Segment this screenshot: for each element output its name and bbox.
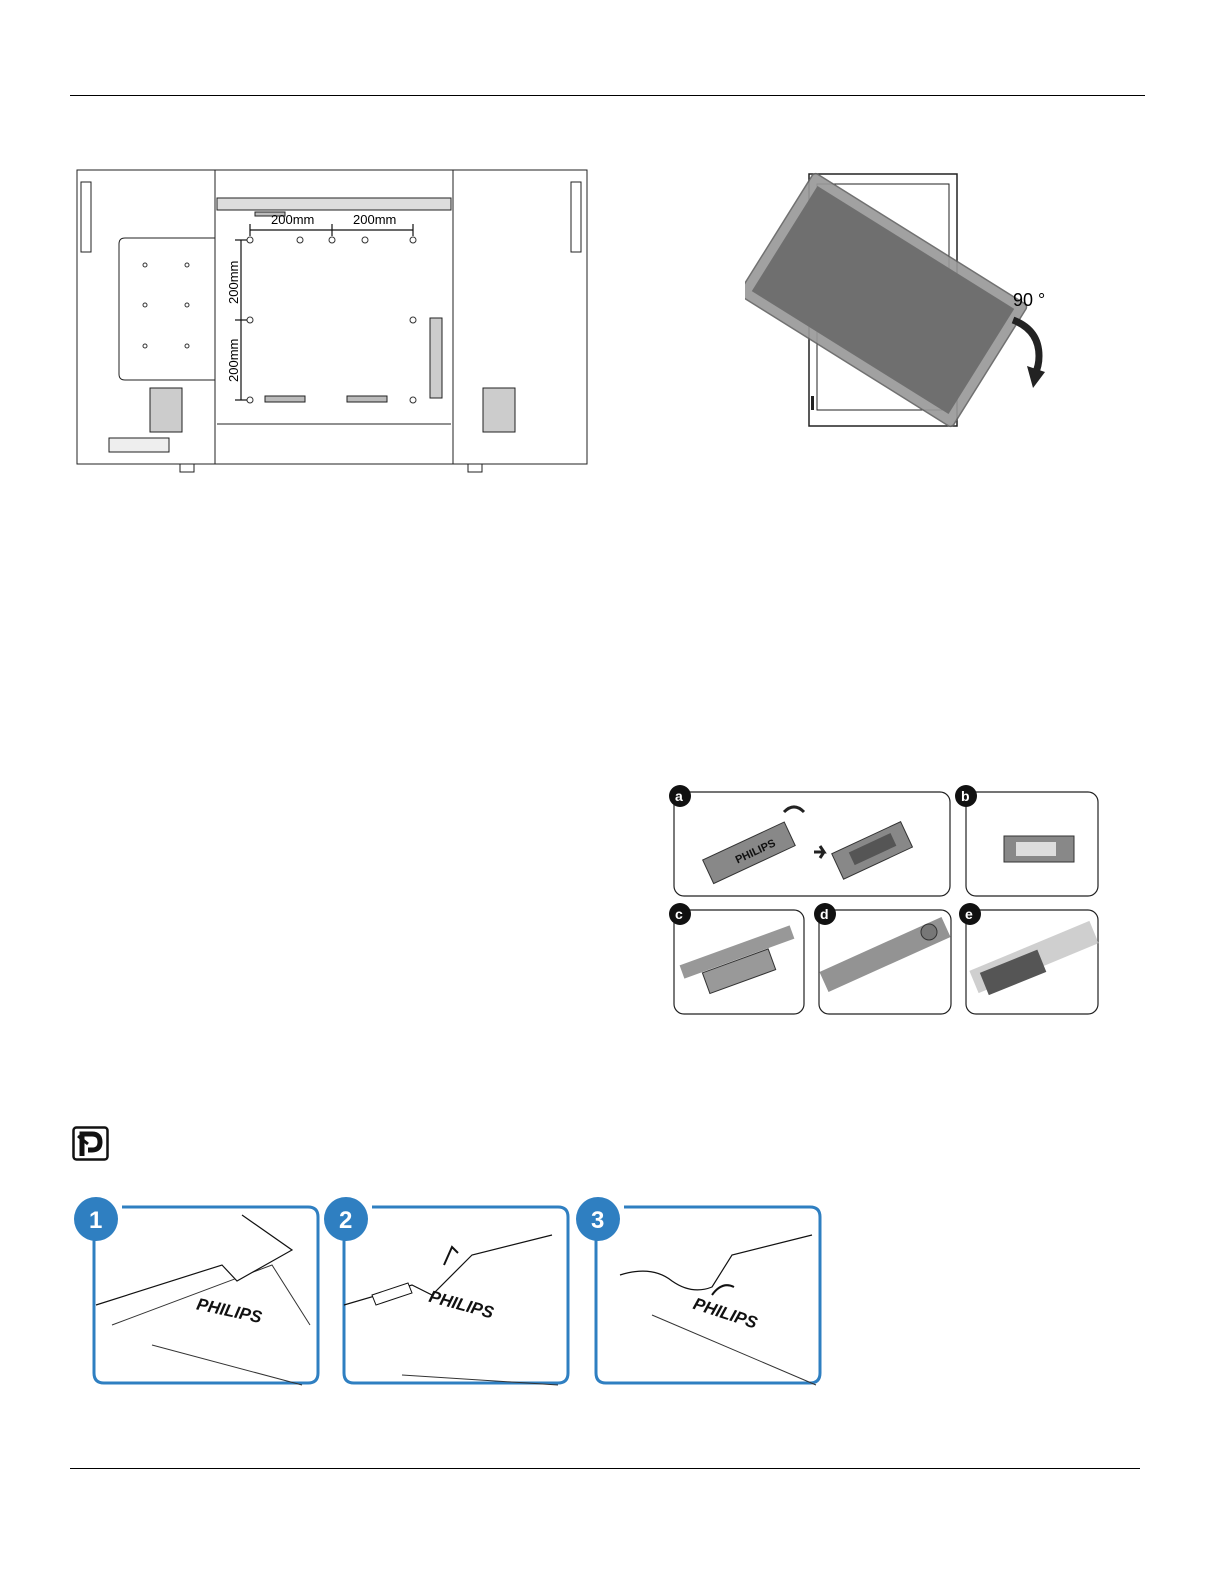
film-step-2-panel: PHILIPS xyxy=(344,1207,568,1385)
step-d-label: d xyxy=(820,906,829,922)
svg-text:PHILIPS: PHILIPS xyxy=(691,1294,760,1333)
film-step-3-panel: PHILIPS xyxy=(596,1207,820,1385)
dim-v1-label: 200mm xyxy=(226,261,241,304)
film-step-2-number: 2 xyxy=(339,1207,352,1234)
header-rule xyxy=(70,95,1145,96)
dim-h1-label: 200mm xyxy=(271,212,314,227)
step-b-label: b xyxy=(961,788,970,804)
rotation-angle-label: 90 ° xyxy=(1013,290,1045,310)
svg-text:PHILIPS: PHILIPS xyxy=(427,1287,496,1323)
film-removal-steps: PHILIPS PHILIPS PHILIPS 1 2 3 xyxy=(72,1195,832,1395)
film-step-1-number: 1 xyxy=(89,1207,102,1234)
film-step-3-number: 3 xyxy=(591,1207,604,1234)
step-c-label: c xyxy=(675,906,683,922)
dim-h2-label: 200mm xyxy=(353,212,396,227)
film-step-1-panel: PHILIPS xyxy=(94,1207,318,1385)
svg-text:PHILIPS: PHILIPS xyxy=(195,1295,264,1327)
dim-v2-label: 200mm xyxy=(226,339,241,382)
footer-rule xyxy=(70,1468,1140,1469)
step-e-label: e xyxy=(965,906,973,922)
rotation-diagram: 90 ° xyxy=(745,160,1065,435)
logo-removal-steps: PHILIPS a b c d e xyxy=(664,782,1104,1020)
note-icon xyxy=(72,1126,110,1162)
rear-view-diagram: 200mm 200mm 200mm 200mm xyxy=(75,168,590,478)
step-a-label: a xyxy=(675,788,683,804)
